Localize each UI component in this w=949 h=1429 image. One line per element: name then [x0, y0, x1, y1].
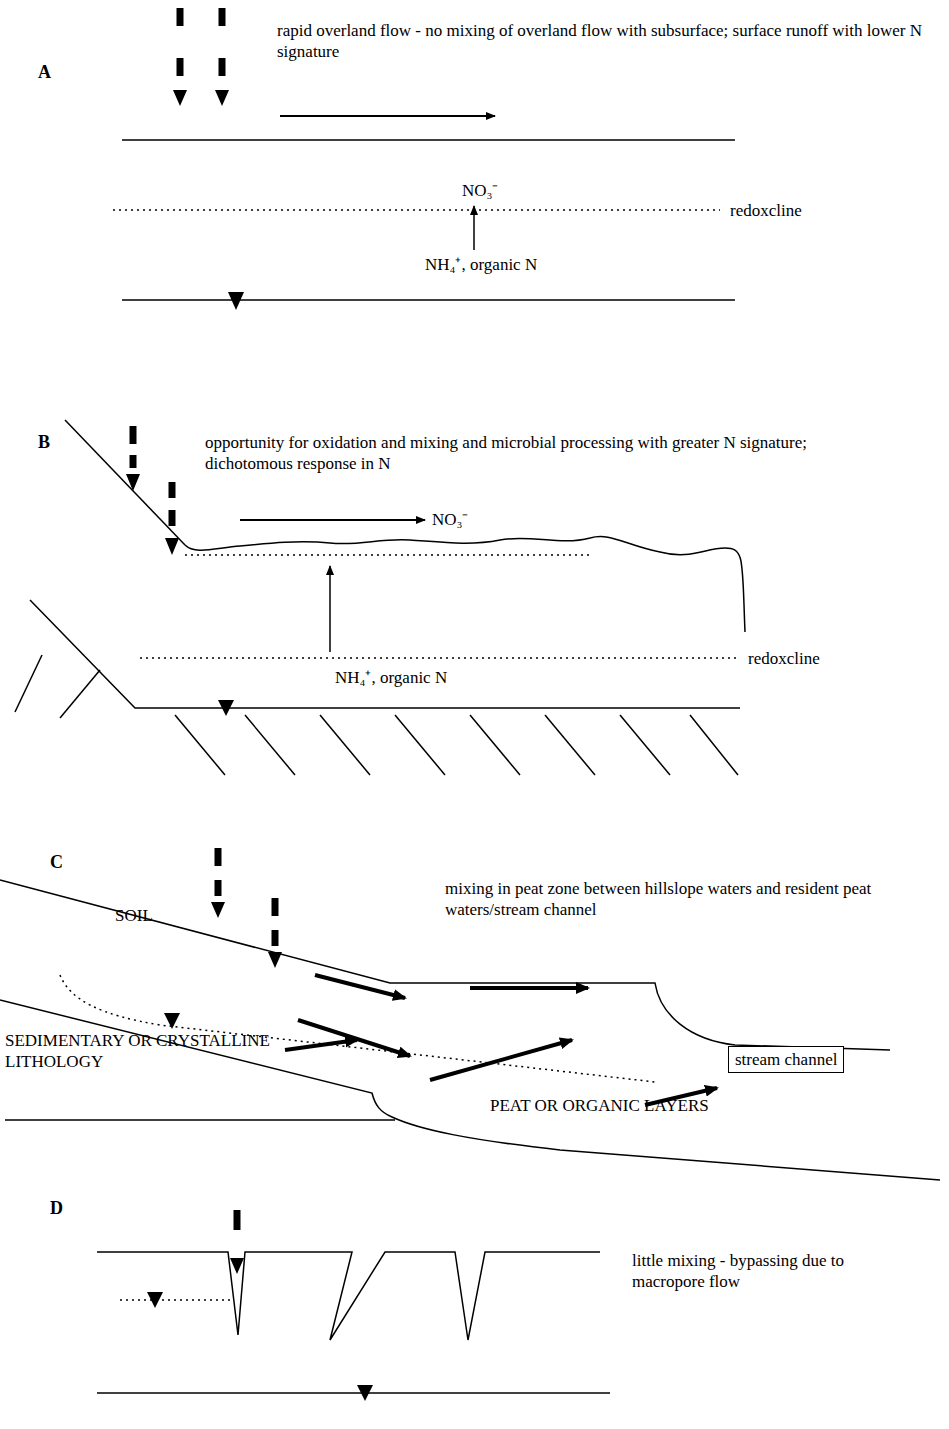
annotation-label: little mixing - bypassing due to macropo… [632, 1250, 917, 1292]
panel-letter: B [38, 432, 50, 453]
box-text: stream channel [735, 1049, 837, 1070]
annotation-label: NO₃⁻ [432, 509, 468, 530]
panel-letter: C [50, 852, 63, 873]
label-box: stream channel [728, 1046, 844, 1073]
annotation-label: SEDIMENTARY OR CRYSTALLINE LITHOLOGY [5, 1030, 300, 1072]
annotation-label: rapid overland flow - no mixing of overl… [277, 20, 945, 62]
annotation-label: redoxcline [730, 200, 802, 221]
annotation-label: NO₃⁻ [462, 180, 498, 201]
annotation-label: mixing in peat zone between hillslope wa… [445, 878, 925, 920]
annotation-label: NH₄⁺, organic N [425, 254, 537, 275]
panel-letter: D [50, 1198, 63, 1219]
annotation-label: SOIL [115, 905, 153, 926]
annotation-label: PEAT OR ORGANIC LAYERS [490, 1095, 709, 1116]
annotation-label: NH₄⁺, organic N [335, 667, 447, 688]
annotation-label: opportunity for oxidation and mixing and… [205, 432, 895, 474]
panel-letter: A [38, 62, 51, 83]
annotation-label: redoxcline [748, 648, 820, 669]
